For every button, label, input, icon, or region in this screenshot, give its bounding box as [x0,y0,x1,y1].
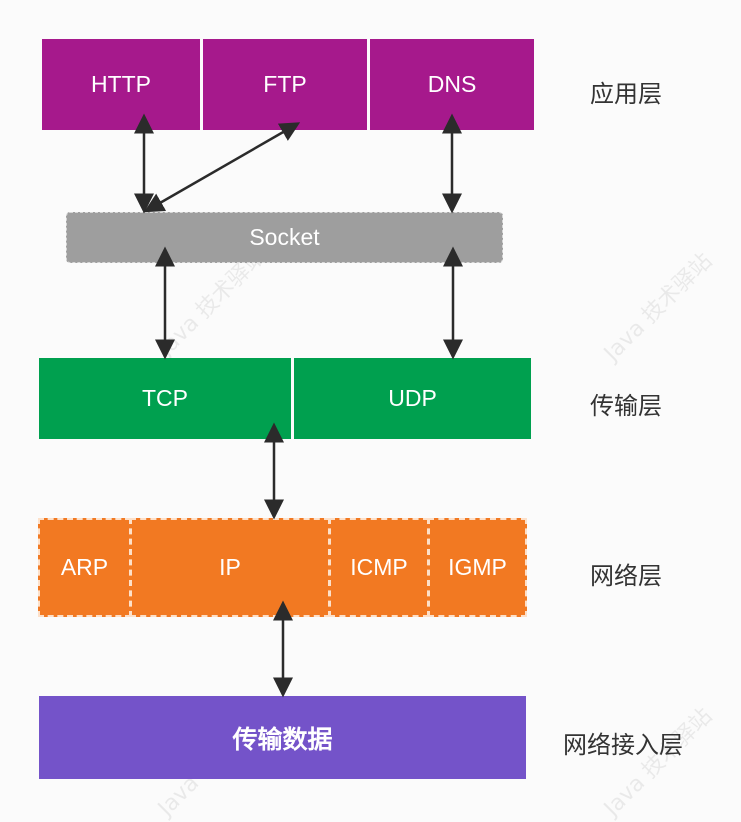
layer-label-network: 网络层 [590,562,662,590]
protocol-label: ARP [60,554,109,580]
data-transmission-label: 传输数据 [232,725,333,754]
layer-label-link: 网络接入层 [563,731,683,759]
protocol-label: ICMP [350,554,408,580]
data-transmission-box: 传输数据 [39,696,526,779]
protocol-box-ftp: FTP [203,39,367,130]
protocol-box-udp: UDP [294,358,531,439]
protocol-label: IP [219,554,241,580]
socket-label: Socket [249,224,320,250]
protocol-label: TCP [142,385,188,411]
protocol-label: UDP [388,385,437,411]
protocol-label: HTTP [90,71,152,97]
protocol-box-tcp: TCP [39,358,291,439]
socket-box: Socket [66,212,503,263]
protocol-box-ip: IP [130,518,330,617]
protocol-label: IGMP [448,554,507,580]
layer-label-transport: 传输层 [590,392,662,420]
protocol-box-http: HTTP [42,39,200,130]
layer-label-application: 应用层 [590,80,662,108]
arrow-ftp-socket [143,122,301,213]
protocol-box-igmp: IGMP [428,518,527,617]
protocol-label: DNS [427,71,477,97]
protocol-label: FTP [263,71,307,97]
